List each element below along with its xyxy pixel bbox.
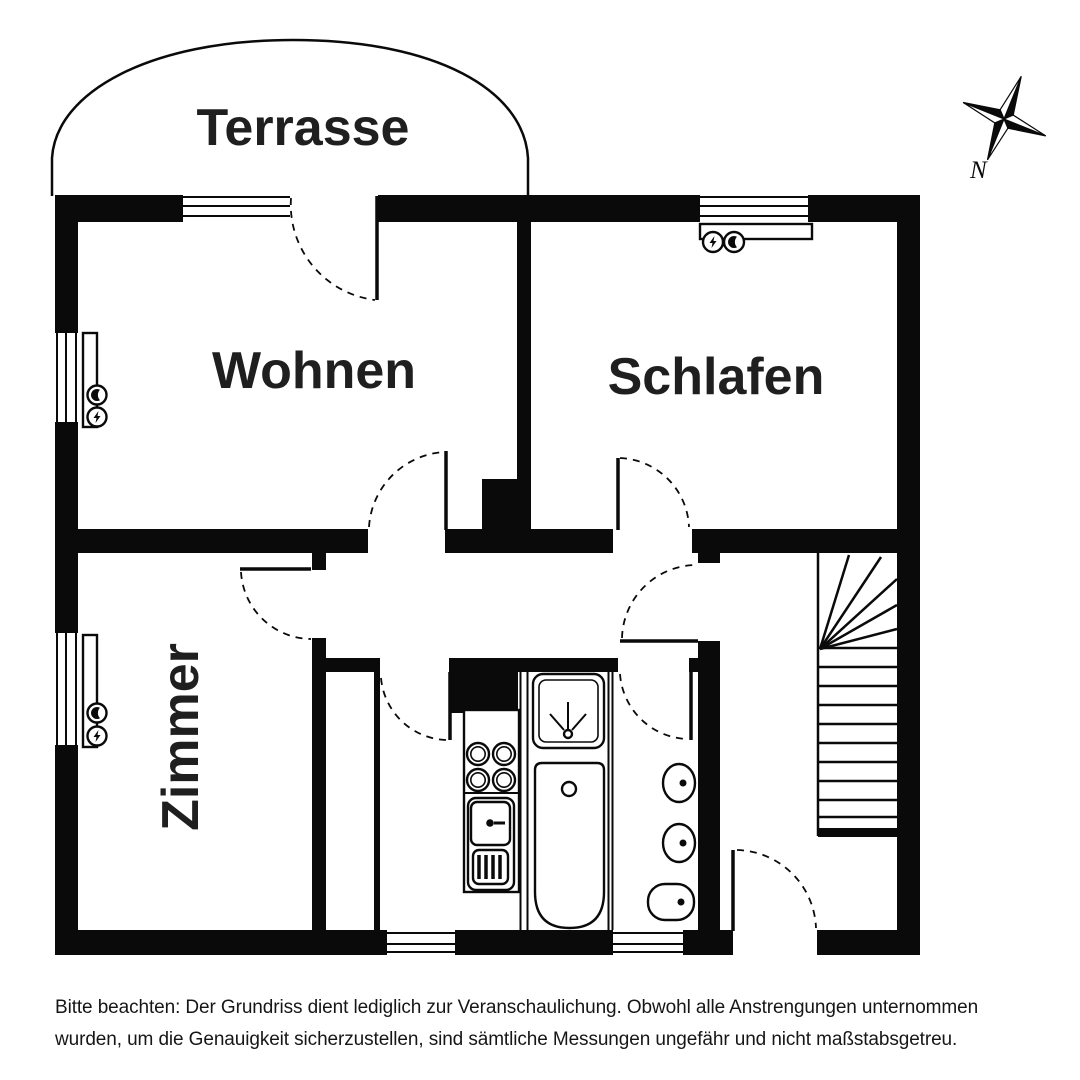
toilet-icon [646, 882, 696, 922]
windows [55, 195, 808, 955]
radiator-schlafen [698, 222, 814, 254]
stove-icon [464, 741, 519, 794]
door-terrace [289, 196, 379, 301]
door-entry [731, 849, 817, 931]
thin-partitions [519, 672, 614, 930]
bathroom-fixtures [531, 672, 697, 930]
compass-rose-icon: N [962, 76, 1047, 184]
window-kitchen-bottom [387, 930, 455, 955]
crescent-moon-icon [728, 236, 737, 248]
washbasin-icon [661, 762, 697, 804]
door-wohnen [368, 451, 448, 530]
room-label-schlafen: Schlafen [608, 348, 825, 406]
lightning-icon [93, 730, 101, 742]
stairs-icon [816, 553, 898, 837]
bathtub-icon [533, 761, 606, 930]
kitchen-fixtures [462, 708, 521, 894]
radiators [81, 222, 814, 749]
disclaimer-line-2: wurden, um die Genauigkeit sicherzustell… [54, 1029, 957, 1050]
crescent-moon-icon [91, 389, 100, 401]
doors [240, 196, 817, 931]
lightning-icon [93, 411, 101, 423]
disclaimer-line-1: Bitte beachten: Der Grundriss dient ledi… [55, 997, 978, 1018]
door-zimmer [240, 567, 312, 640]
room-label-wohnen: Wohnen [212, 342, 416, 400]
lightning-icon [709, 236, 717, 248]
washbasin-icon [661, 822, 697, 864]
north-label: N [969, 157, 988, 184]
window-wohnen-left [55, 333, 78, 422]
door-kitchen [380, 672, 452, 741]
window-bath-bottom [613, 930, 683, 955]
door-bathroom [619, 672, 693, 740]
interior-walls [55, 222, 920, 930]
window-terrace [183, 195, 290, 222]
window-schlafen [700, 195, 808, 222]
door-schlafen [616, 457, 690, 530]
outer-walls [55, 195, 920, 955]
window-zimmer-left [55, 633, 78, 745]
kitchen-sink-icon [466, 796, 516, 892]
door-hall-corridor [620, 564, 698, 643]
radiator-zimmer [81, 633, 108, 749]
crescent-moon-icon [91, 707, 100, 719]
room-label-terrasse: Terrasse [197, 99, 410, 157]
shower-icon [531, 672, 606, 750]
room-label-zimmer: Zimmer [152, 643, 210, 831]
radiator-wohnen [81, 331, 108, 429]
terrace-outline [50, 38, 530, 196]
